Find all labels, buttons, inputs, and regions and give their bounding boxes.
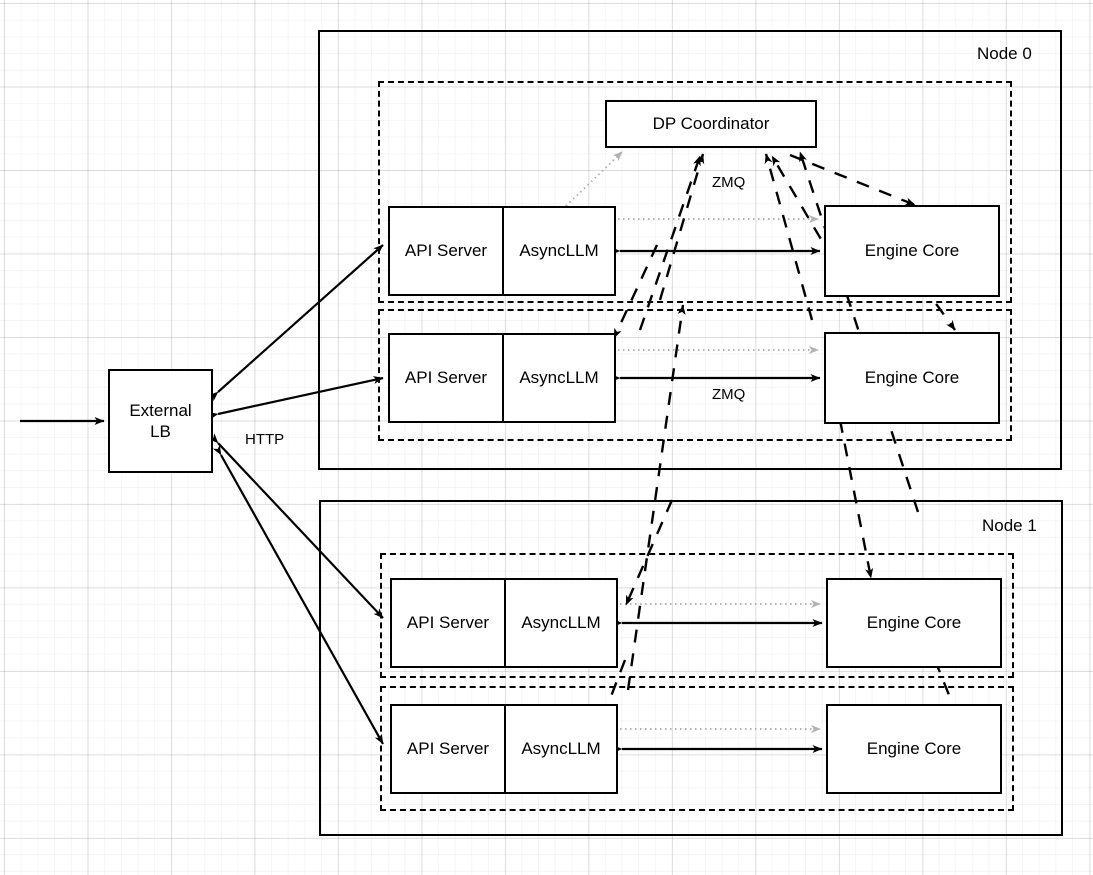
node-1-rank-1-asyncllm-cell[interactable]: AsyncLLM <box>504 706 616 792</box>
node-0-rank-0-api-asyncllm-box[interactable]: API Server AsyncLLM <box>388 206 616 296</box>
zmq-label-coordinator: ZMQ <box>712 174 746 191</box>
http-edge-label: HTTP <box>245 431 285 448</box>
node-0-rank-1-api-server-cell[interactable]: API Server <box>390 335 502 421</box>
node-1-rank-0-asyncllm-cell[interactable]: AsyncLLM <box>504 580 616 666</box>
node-0-rank-1-group <box>378 309 1012 441</box>
node-1-rank-0-api-server-cell[interactable]: API Server <box>392 580 504 666</box>
node-1-label: Node 1 <box>982 516 1037 535</box>
node-1-rank-1-api-server-cell[interactable]: API Server <box>392 706 504 792</box>
engine-core-label: Engine Core <box>864 368 960 388</box>
dp-coordinator-label: DP Coordinator <box>652 114 770 134</box>
node-1-rank-1-group <box>380 686 1014 811</box>
node-1-rank-0-group <box>380 553 1014 678</box>
api-server-label: API Server <box>404 368 488 387</box>
node-0-rank-1-engine-core-box[interactable]: Engine Core <box>824 332 1000 424</box>
external-lb-label-line1: External <box>129 400 192 420</box>
node-0-label: Node 0 <box>977 44 1032 63</box>
node-1-container <box>319 500 1063 836</box>
api-server-label: API Server <box>406 739 490 758</box>
asyncllm-label: AsyncLLM <box>519 368 599 387</box>
node-1-rank-1-api-asyncllm-box[interactable]: API Server AsyncLLM <box>390 704 618 794</box>
external-lb-box[interactable]: External LB <box>108 369 213 473</box>
node-0-rank-1-api-asyncllm-box[interactable]: API Server AsyncLLM <box>388 333 616 423</box>
asyncllm-label: AsyncLLM <box>519 241 599 260</box>
node-0-rank-0-group <box>378 81 1012 303</box>
node-0-rank-1-asyncllm-cell[interactable]: AsyncLLM <box>502 335 614 421</box>
asyncllm-label: AsyncLLM <box>521 739 601 758</box>
engine-core-label: Engine Core <box>866 739 962 759</box>
engine-core-label: Engine Core <box>864 241 960 261</box>
dp-coordinator-box[interactable]: DP Coordinator <box>605 100 817 148</box>
api-server-label: API Server <box>406 613 490 632</box>
node-0-rank-0-asyncllm-cell[interactable]: AsyncLLM <box>502 208 614 294</box>
external-lb-label-line2: LB <box>150 422 171 441</box>
node-1-rank-0-engine-core-box[interactable]: Engine Core <box>826 578 1002 668</box>
node-0-rank-0-engine-core-box[interactable]: Engine Core <box>824 205 1000 297</box>
api-server-label: API Server <box>404 241 488 260</box>
zmq-label-rank-1: ZMQ <box>712 386 746 403</box>
node-1-rank-1-engine-core-box[interactable]: Engine Core <box>826 704 1002 794</box>
node-1-rank-0-api-asyncllm-box[interactable]: API Server AsyncLLM <box>390 578 618 668</box>
node-0-rank-0-api-server-cell[interactable]: API Server <box>390 208 502 294</box>
engine-core-label: Engine Core <box>866 613 962 633</box>
node-0-container <box>318 30 1062 470</box>
asyncllm-label: AsyncLLM <box>521 613 601 632</box>
